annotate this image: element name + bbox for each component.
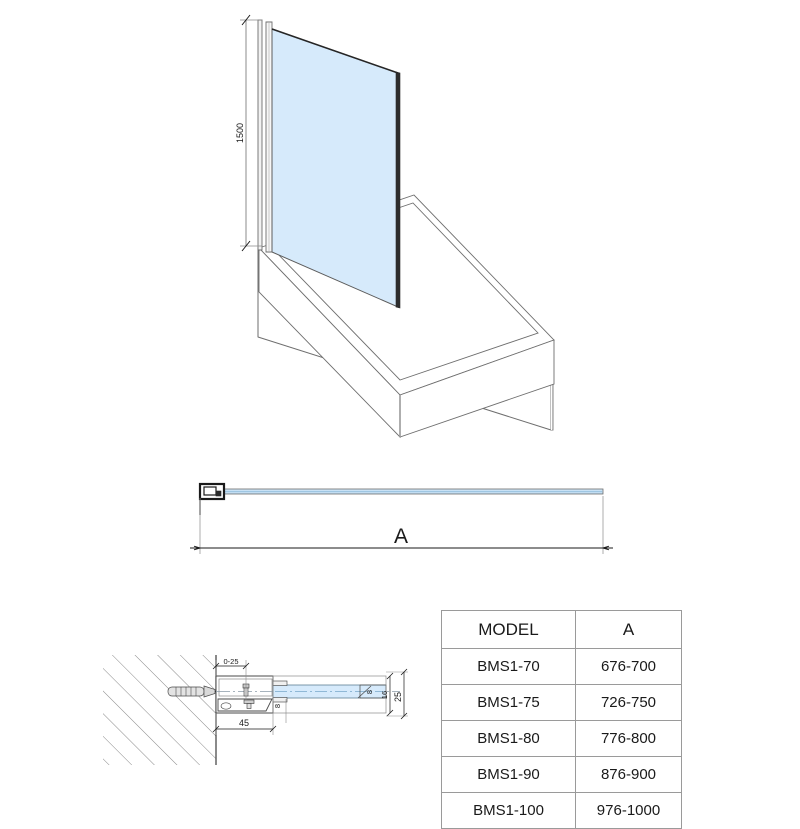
detail-glass-section	[272, 680, 387, 703]
cell-a: 876-900	[575, 756, 682, 793]
glass-panel	[271, 28, 401, 309]
cell-model: BMS1-75	[441, 684, 576, 721]
dim-0-25-tick-r	[242, 662, 250, 670]
glass-panel-top-edge	[271, 28, 399, 74]
detail-cover-screw	[243, 699, 255, 709]
technical-drawing-canvas: 1500 A	[103, 14, 682, 829]
width-dimension-a-label: A	[394, 525, 408, 548]
detail-lip-label: 8	[273, 704, 282, 708]
plan-glass-strip	[217, 488, 604, 495]
dim-0-25-tick-l	[212, 662, 220, 670]
cell-model: BMS1-70	[441, 648, 576, 685]
plan-wall-bracket	[198, 482, 226, 515]
table-header-row: MODEL A	[441, 610, 682, 649]
dim-16-tick-t	[386, 672, 394, 680]
height-dimension-label: 1500	[235, 123, 245, 143]
dimension-45-label: 45	[239, 718, 249, 728]
table-row: BMS1-90 876-900	[441, 756, 682, 793]
height-dimension-1500	[240, 14, 262, 252]
cell-a: 726-750	[575, 684, 682, 721]
plan-bracket-inner	[203, 486, 217, 496]
width-dimension-a	[190, 496, 613, 554]
anchor-screw-head	[203, 685, 216, 698]
detail-wall-profile	[215, 675, 400, 714]
dimension-0-25-label: 0-25	[223, 657, 238, 666]
plan-bracket-pin	[215, 490, 222, 497]
cell-model: BMS1-80	[441, 720, 576, 757]
detail-cover-clip	[220, 702, 232, 710]
cell-model: BMS1-90	[441, 756, 576, 793]
isometric-assembly-view: 1500	[235, 14, 555, 439]
detail-wall-anchor	[167, 685, 228, 698]
dim-16-tick-b	[386, 709, 394, 717]
wall-profile-back	[257, 19, 263, 251]
detail-profile-cover	[217, 698, 273, 712]
detail-profile-extent	[272, 675, 387, 714]
drawing-svg: 1500 A	[103, 14, 613, 765]
model-dimension-table: MODEL A BMS1-70 676-700 BMS1-75 726-750 …	[441, 610, 682, 829]
wall-mounting-profile	[257, 19, 273, 253]
table-header-model: MODEL	[441, 610, 576, 649]
table-header-a: A	[575, 610, 682, 649]
detail-extent-outer	[272, 675, 387, 714]
cell-a: 676-700	[575, 648, 682, 685]
dimension-16-label: 16	[380, 691, 389, 699]
cell-model: BMS1-100	[441, 792, 576, 829]
dimension-16	[386, 672, 394, 717]
dim-25-tick-b	[400, 712, 408, 720]
dim-25-tick-t	[400, 668, 408, 676]
wall-mount-detail-view: 0-25 45 8 16	[103, 655, 408, 765]
dimension-25	[386, 668, 408, 720]
table-row: BMS1-75 726-750	[441, 684, 682, 721]
dimension-0-25	[212, 660, 250, 700]
dimension-45	[212, 713, 277, 735]
table-row: BMS1-80 776-800	[441, 720, 682, 757]
detail-clamp-bottom	[272, 697, 288, 703]
detail-wall-hatch	[103, 655, 216, 765]
dim-45-tick-l	[212, 725, 220, 733]
dim-tick-bottom	[241, 240, 251, 252]
detail-clamp-top	[272, 680, 288, 686]
dim-tick-top	[241, 14, 251, 26]
plan-view: A	[190, 482, 613, 554]
glass-panel-edge	[395, 71, 401, 309]
table-row: BMS1-70 676-700	[441, 648, 682, 685]
cell-a: 776-800	[575, 720, 682, 757]
dimension-glass-thickness-label: 8	[365, 690, 374, 694]
table-row: BMS1-100 976-1000	[441, 792, 682, 829]
dim-45-tick-r	[269, 725, 277, 733]
detail-wall	[103, 655, 217, 765]
dimension-25-label: 25	[393, 692, 403, 702]
cell-a: 976-1000	[575, 792, 682, 829]
